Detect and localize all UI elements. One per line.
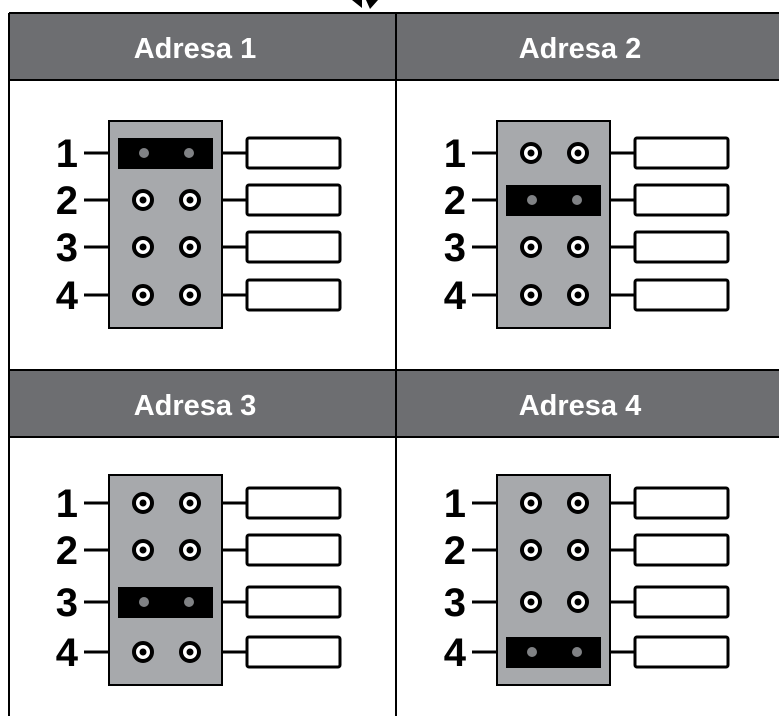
address-label-box (633, 278, 730, 312)
row-number-label: 4 (444, 274, 467, 318)
row-number-label: 1 (56, 132, 78, 176)
open-pin-center (527, 291, 535, 299)
panel-adresa-3: 12 3 4 (56, 474, 342, 686)
row-number-label: 3 (56, 226, 78, 270)
row-number-label: 1 (56, 482, 78, 526)
row-number-label: 2 (56, 179, 78, 223)
jumper-shunt (506, 185, 601, 216)
panel-title: Adresa 2 (519, 33, 642, 65)
address-label-box (245, 183, 342, 217)
jumper-pin-dot (572, 195, 582, 205)
address-label-box (633, 136, 730, 170)
jumper-pin-dot (572, 647, 582, 657)
open-pin-center (186, 648, 194, 656)
open-pin-center (527, 149, 535, 157)
jumper-shunt (118, 587, 213, 618)
open-pin-center (527, 546, 535, 554)
header-adresa-3 (9, 370, 396, 437)
row-number-label: 2 (444, 179, 466, 223)
open-pin-center (139, 196, 147, 204)
address-label-box (633, 486, 730, 520)
header-adresa-4 (396, 370, 779, 437)
address-label-box (245, 585, 342, 619)
row-number-label: 4 (56, 631, 79, 675)
row-number-label: 4 (56, 274, 79, 318)
open-pin-center (574, 243, 582, 251)
jumper-pin-dot (184, 597, 194, 607)
row-number-label: 3 (56, 581, 78, 625)
address-label-box (633, 230, 730, 264)
row-number-label: 2 (56, 529, 78, 573)
jumper-pin-dot (139, 597, 149, 607)
clipped-title-fragment (352, 0, 378, 9)
open-pin-center (186, 196, 194, 204)
header-adresa-1 (9, 13, 396, 80)
open-pin-center (186, 291, 194, 299)
address-label-box (245, 136, 342, 170)
panel-title: Adresa 1 (134, 33, 257, 65)
jumper-shunt (118, 138, 213, 169)
panel-title: Adresa 4 (519, 390, 642, 422)
address-label-box (633, 585, 730, 619)
jumper-pin-dot (184, 148, 194, 158)
open-pin-center (527, 499, 535, 507)
pin-header-block (496, 120, 611, 329)
address-label-box (633, 635, 730, 669)
address-label-box (245, 533, 342, 567)
row-number-label: 1 (444, 482, 466, 526)
open-pin-center (186, 243, 194, 251)
open-pin-center (527, 598, 535, 606)
address-label-box (245, 635, 342, 669)
jumper-pin-dot (139, 148, 149, 158)
jumper-pin-dot (527, 647, 537, 657)
open-pin-center (574, 546, 582, 554)
open-pin-center (139, 546, 147, 554)
row-number-label: 2 (444, 529, 466, 573)
jumper-shunt (506, 637, 601, 668)
open-pin-center (186, 546, 194, 554)
address-label-box (245, 486, 342, 520)
open-pin-center (574, 598, 582, 606)
address-label-box (633, 533, 730, 567)
grid-lines (8, 12, 779, 716)
open-pin-center (139, 499, 147, 507)
open-pin-center (139, 648, 147, 656)
row-number-label: 3 (444, 226, 466, 270)
row-number-label: 4 (444, 631, 467, 675)
open-pin-center (574, 291, 582, 299)
open-pin-center (574, 499, 582, 507)
row-number-label: 1 (444, 132, 466, 176)
panel-adresa-4: 12 3 4 (444, 474, 730, 686)
row-number-label: 3 (444, 581, 466, 625)
open-pin-center (186, 499, 194, 507)
open-pin-center (139, 243, 147, 251)
address-label-box (633, 183, 730, 217)
header-adresa-2 (396, 13, 779, 80)
address-label-box (245, 230, 342, 264)
panel-title: Adresa 3 (134, 390, 257, 422)
open-pin-center (574, 149, 582, 157)
address-label-box (245, 278, 342, 312)
jumper-pin-dot (527, 195, 537, 205)
open-pin-center (139, 291, 147, 299)
pin-header-block (108, 474, 223, 686)
open-pin-center (527, 243, 535, 251)
